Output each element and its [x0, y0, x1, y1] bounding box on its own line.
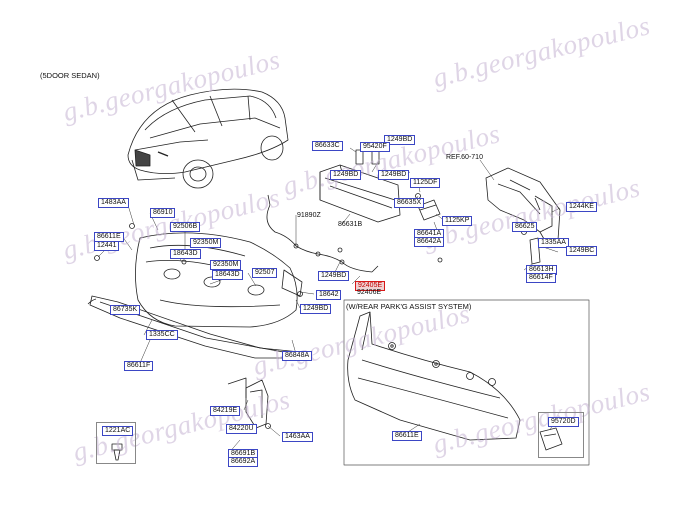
part-label-86635X[interactable]: 86635X [394, 198, 425, 208]
part-label-86614F[interactable]: 86614F [526, 273, 556, 283]
car-illustration [127, 88, 289, 189]
part-label-18643D[interactable]: 18643D [212, 270, 243, 280]
part-label-1335AA[interactable]: 1335AA [538, 238, 569, 248]
wiring-harness [266, 194, 379, 273]
part-label-1335CC[interactable]: 1335CC [146, 330, 178, 340]
part-label-86735K[interactable]: 86735K [110, 305, 141, 315]
sensor-callout-box [538, 412, 584, 458]
part-label-1244KE[interactable]: 1244KE [566, 202, 597, 212]
part-label-86631B[interactable]: 86631B [338, 221, 363, 228]
part-label-1463AA[interactable]: 1463AA [282, 432, 313, 442]
ref-label[interactable]: REF.60-710 [446, 154, 483, 161]
part-label-86625[interactable]: 86625 [512, 222, 538, 232]
part-label-84220U[interactable]: 84220U [226, 424, 257, 434]
part-label-86633C[interactable]: 86633C [312, 141, 343, 151]
sedan-caption: (5DOOR SEDAN) [40, 71, 100, 80]
part-label-95720D[interactable]: 95720D [548, 417, 579, 427]
part-label-18642[interactable]: 18642 [316, 290, 342, 300]
part-label-86611F[interactable]: 86611F [124, 361, 154, 371]
part-label-92507[interactable]: 92507 [252, 268, 278, 278]
part-label-86848A[interactable]: 86848A [282, 351, 313, 361]
part-label-12441[interactable]: 12441 [94, 241, 120, 251]
part-label-1221AC[interactable]: 1221AC [102, 426, 134, 436]
part-label-1249BD[interactable]: 1249BD [318, 271, 350, 281]
bolt-callout-box [96, 422, 136, 464]
part-label-86910[interactable]: 86910 [150, 208, 176, 218]
part-label-1249BD[interactable]: 1249BD [300, 304, 332, 314]
part-label-92506B[interactable]: 92506B [170, 222, 201, 232]
part-label-92350M[interactable]: 92350M [210, 260, 242, 270]
rear-bumper-cover [135, 232, 303, 328]
part-label-86642A[interactable]: 86642A [414, 237, 445, 247]
part-label-1483AA[interactable]: 1483AA [98, 198, 129, 208]
part-label-1125DF[interactable]: 1125DF [410, 178, 441, 188]
bolt-icon-shape [111, 443, 123, 461]
part-label-1249BD[interactable]: 1249BD [378, 170, 410, 180]
part-label-92405E[interactable]: 92405E [355, 281, 386, 291]
park-sensor [539, 427, 563, 451]
part-label-92350M[interactable]: 92350M [190, 238, 222, 248]
part-label-1249BD[interactable]: 1249BD [384, 135, 416, 145]
part-label-86692A[interactable]: 86692A [228, 457, 259, 467]
bumper-assist-version [347, 311, 521, 441]
part-label-1249BC[interactable]: 1249BC [566, 246, 598, 256]
part-label-18643D[interactable]: 18643D [170, 249, 201, 259]
part-label-91890Z[interactable]: 91890Z [297, 212, 321, 219]
part-label-1125KP[interactable]: 1125KP [442, 216, 473, 226]
part-label-1249BD[interactable]: 1249BD [330, 170, 362, 180]
part-label-86611E[interactable]: 86611E [392, 431, 422, 441]
part-label-92406E[interactable]: 92406E [357, 289, 382, 296]
part-label-84219E[interactable]: 84219E [210, 406, 241, 416]
part-label-95420F[interactable]: 95420F [360, 142, 390, 152]
assist-box-caption: (W/REAR PARK'G ASSIST SYSTEM) [346, 302, 472, 311]
